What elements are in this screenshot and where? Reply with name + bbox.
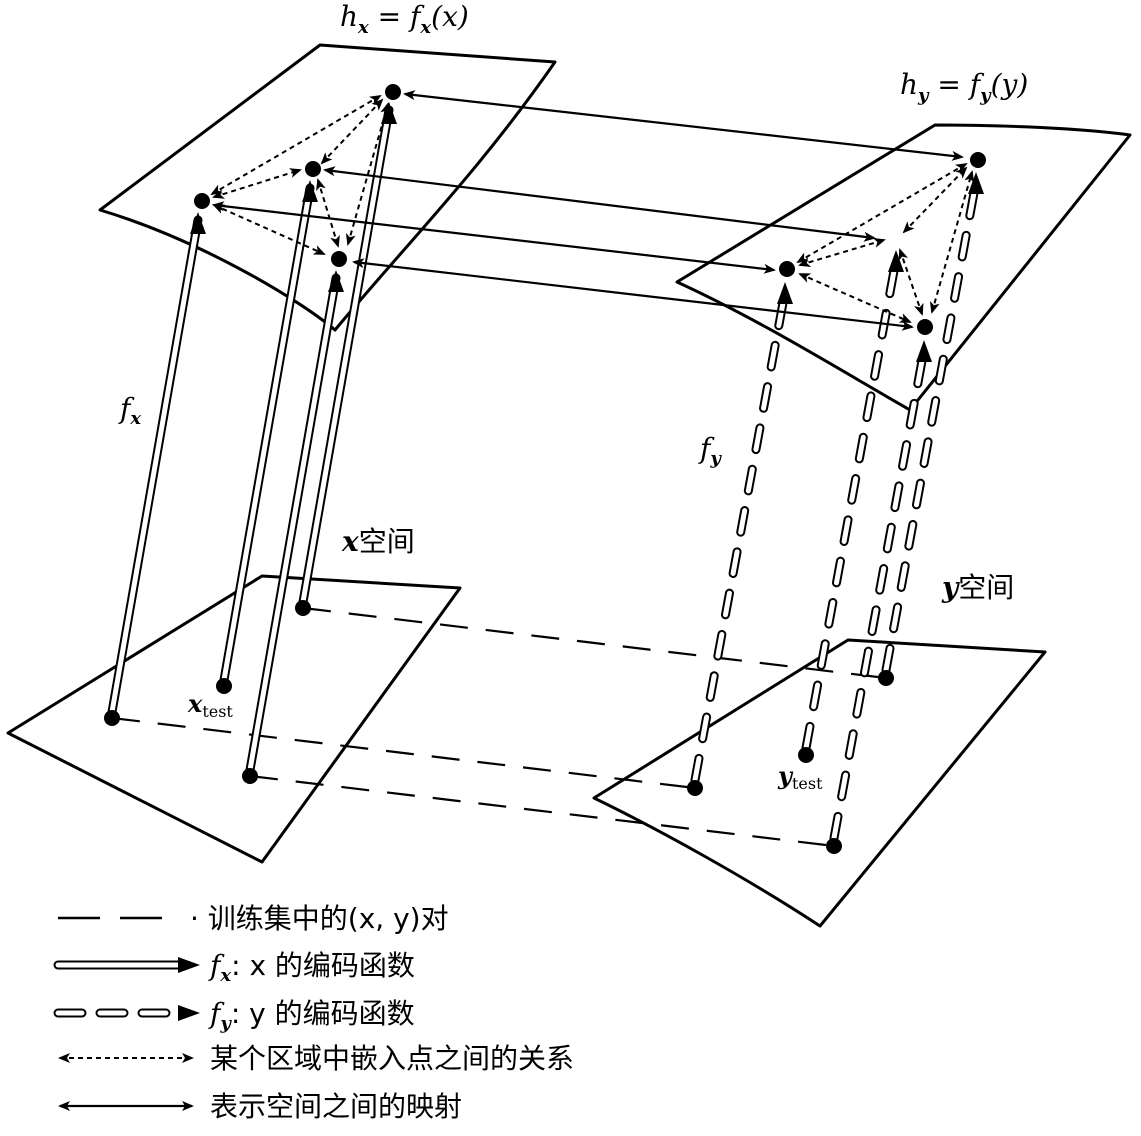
hy-point [779,261,795,277]
x-test-label: xtest [187,689,233,721]
y-test-label: ytest [777,761,823,793]
x-test-point [216,678,232,694]
x-point [295,600,311,616]
fx-encoding-arrows [107,102,397,775]
legend-pairs-text: · 训练集中的(x, y)对 [190,902,449,935]
x-space-plane [6,574,462,864]
legend-mapping-text: 表示空间之间的映射 [210,1090,462,1123]
hy-point [970,152,986,168]
x-space-label: x空间 [341,525,415,558]
hx-point [194,193,210,209]
legend-fy: fy: y 的编码函数 [53,997,415,1034]
legend: · 训练集中的(x, y)对 fx: x 的编码函数 fy: y 的编码函数 某… [53,902,574,1123]
y-test-point [798,747,814,763]
legend-mapping: 表示空间之间的映射 [58,1090,462,1123]
hy-label: hy = fy(y) [900,68,1028,106]
legend-relation-text: 某个区域中嵌入点之间的关系 [210,1042,574,1075]
legend-fx: fx: x 的编码函数 [53,949,415,986]
y-space-label: y空间 [941,571,1014,604]
training-pair-lines [111,606,887,848]
hy-relations [796,162,975,323]
hy-points [779,152,986,335]
hy-point [917,319,933,335]
fx-label: fx [118,392,141,429]
hx-label: hx = fx(x) [340,0,469,38]
legend-fy-text: fy: y 的编码函数 [208,997,415,1034]
fy-encoding-arrows [690,172,984,843]
hx-points [194,84,401,267]
y-space-plane [592,638,1047,928]
fy-label: fy [698,432,722,469]
hx-point [305,161,321,177]
y-point [826,838,842,854]
legend-relation: 某个区域中嵌入点之间的关系 [58,1042,574,1075]
x-point [104,710,120,726]
x-point [242,768,258,784]
y-space-points [687,670,894,854]
legend-fx-text: fx: x 的编码函数 [208,949,415,986]
y-point [687,780,703,796]
hx-point [331,251,347,267]
hx-point [385,84,401,100]
hx-plane [98,43,557,332]
x-space-points [104,600,311,784]
space-mappings [212,90,964,331]
legend-pairs: · 训练集中的(x, y)对 [58,902,449,935]
y-point [878,670,894,686]
